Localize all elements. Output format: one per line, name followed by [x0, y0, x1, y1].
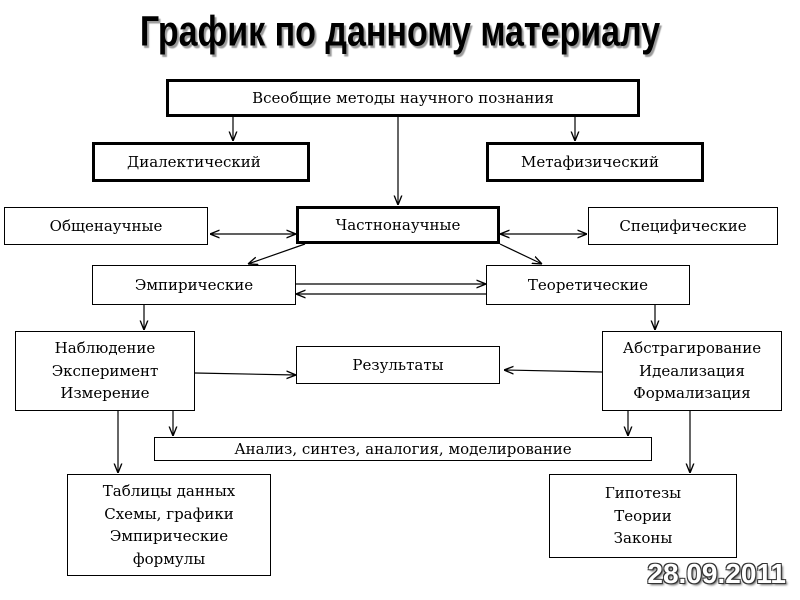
- output-schemes-graphs: Схемы, графики: [104, 504, 234, 523]
- universal-methods-box: Всеобщие методы научного познания: [166, 79, 640, 117]
- method-abstraction: Абстрагирование: [622, 339, 762, 358]
- dialectical-box: Диалектический: [92, 142, 310, 182]
- metaphysical-label: Метафизический: [521, 152, 659, 171]
- specific-label: Специфические: [619, 216, 747, 235]
- analysis-label: Анализ, синтез, аналогия, моделирование: [234, 439, 572, 458]
- results-box: Результаты: [296, 346, 500, 384]
- arrow-particular-to-empirical: [248, 243, 306, 264]
- specific-box: Специфические: [588, 207, 778, 245]
- diagram-title: График по данному материалу: [139, 8, 661, 56]
- theoretical-methods-box: Абстрагирование Идеализация Формализация: [602, 331, 782, 411]
- universal-methods-label: Всеобщие методы научного познания: [252, 88, 554, 107]
- theoretical-label: Теоретические: [527, 275, 649, 294]
- empirical-methods-box: Наблюдение Эксперимент Измерение: [15, 331, 195, 411]
- output-empirical: Эмпирические: [109, 527, 229, 545]
- analysis-box: Анализ, синтез, аналогия, моделирование: [154, 437, 652, 461]
- output-laws: Законы: [613, 529, 673, 548]
- particular-scientific-box: Частнонаучные: [296, 206, 500, 244]
- particular-scientific-label: Частнонаучные: [335, 215, 461, 234]
- arrow-empmethods-to-results: [194, 373, 296, 375]
- arrow-theormethods-to-results: [504, 370, 603, 372]
- method-idealization: Идеализация: [639, 361, 745, 380]
- dialectical-label: Диалектический: [127, 152, 261, 171]
- output-data-tables: Таблицы данных: [102, 482, 236, 500]
- results-label: Результаты: [352, 355, 444, 374]
- general-scientific-box: Общенаучные: [4, 207, 208, 245]
- theoretical-box: Теоретические: [486, 265, 690, 305]
- metaphysical-box: Метафизический: [486, 142, 704, 182]
- output-theories: Теории: [614, 506, 672, 525]
- method-observation: Наблюдение: [54, 339, 156, 358]
- empirical-label: Эмпирические: [134, 275, 254, 294]
- date-stamp: 28.09.2011: [647, 558, 786, 589]
- method-formalization: Формализация: [633, 384, 751, 403]
- method-experiment: Эксперимент: [51, 361, 159, 380]
- empirical-box: Эмпирические: [92, 265, 296, 305]
- theoretical-outputs-box: Гипотезы Теории Законы: [549, 474, 737, 558]
- output-hypotheses: Гипотезы: [604, 484, 682, 503]
- output-formulas: формулы: [132, 549, 206, 568]
- method-measurement: Измерение: [60, 384, 150, 403]
- general-scientific-label: Общенаучные: [49, 216, 163, 235]
- arrow-particular-to-theoretical: [499, 243, 542, 264]
- empirical-outputs-box: Таблицы данных Схемы, графики Эмпирическ…: [67, 474, 271, 576]
